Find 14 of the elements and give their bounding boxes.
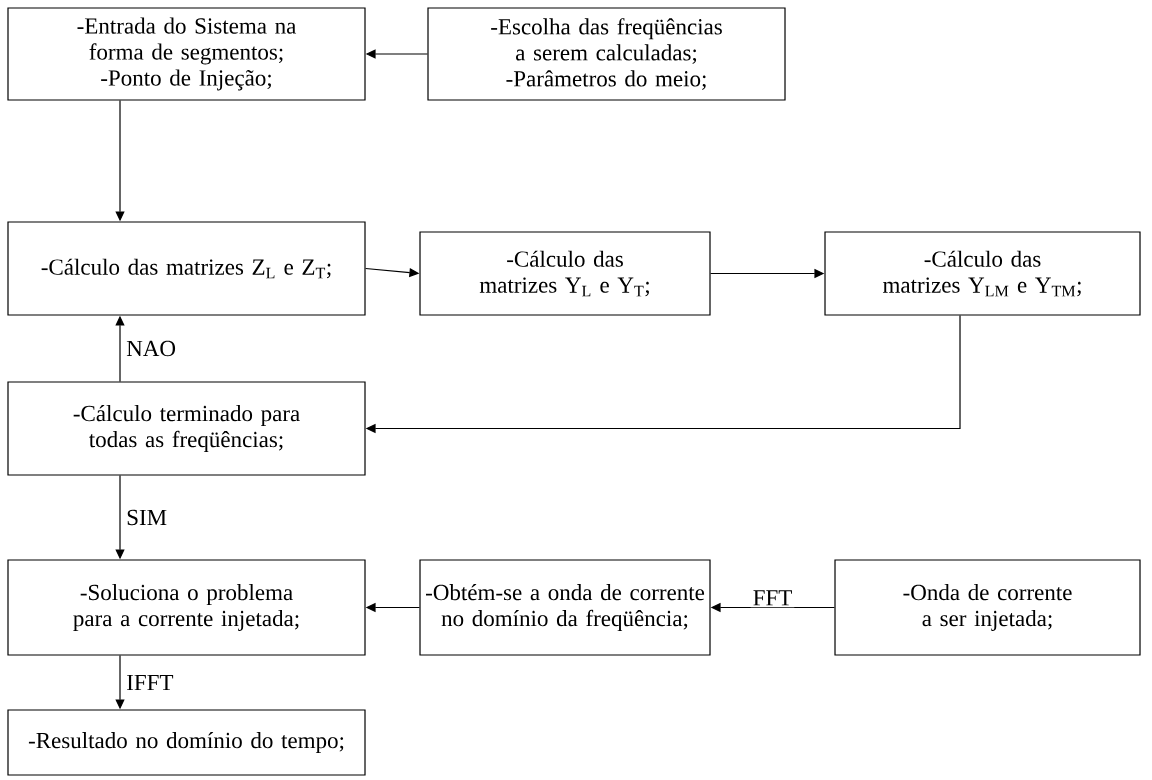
process-box: -Cálculo das matrizes Y$_{L}$ e Y$_{T}$; (419, 231, 711, 316)
process-box: -Entrada do Sistema na forma de segmentos; -Ponto de Injeção; (7, 7, 366, 101)
process-box: -Obtém-se a onda de corrente no domínio da freqüência; (419, 559, 711, 656)
edge-label: NAO (124, 338, 179, 359)
edge-label: IFFT (124, 673, 176, 693)
process-box: -Soluciona o problema para a corrente injetada; (7, 559, 366, 656)
process-box: -Cálculo das matrizes Z$_{L}$ e Z$_{T}$; (7, 221, 366, 316)
edge-label: FFT (750, 588, 795, 608)
process-box: -Resultado no domínio do tempo; (7, 709, 366, 776)
process-box: -Cálculo das matrizes Y$_{LM}$ e Y$_{TM}$; (824, 231, 1141, 316)
edge-label: SIM (124, 507, 170, 528)
process-box: -Onda de corrente a ser injetada; (834, 559, 1141, 656)
process-box: -Escolha das freqüências a serem calculadas; -Parâmetros do meio; (427, 7, 786, 101)
process-box: -Cálculo terminado para todas as freqüências; (7, 381, 366, 476)
